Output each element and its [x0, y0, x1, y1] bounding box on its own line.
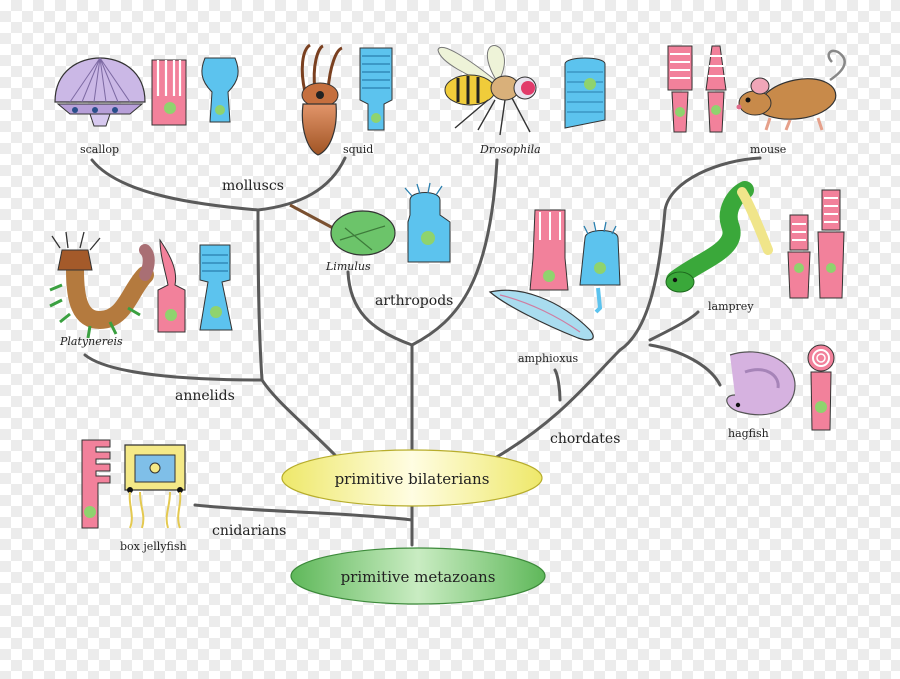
amphioxus-ciliary-cell	[529, 209, 569, 291]
branch-cnidarians	[193, 503, 414, 522]
branch-lamprey	[648, 310, 700, 342]
horseshoe-crab-icon	[289, 203, 396, 256]
amphioxus-icon	[488, 289, 594, 341]
species-label-scallop: scallop	[80, 143, 119, 156]
species-label-amphioxus: amphioxus	[518, 352, 579, 365]
species-label-hagfish: hagfish	[728, 427, 769, 440]
hagfish-icon	[726, 351, 796, 416]
bilaterian-node	[281, 449, 543, 507]
squid-icon	[300, 43, 343, 156]
species-label-platynereis: Platynereis	[59, 335, 123, 348]
photoreceptor-cell-icon	[81, 45, 845, 529]
platynereis-ciliary-cell	[157, 238, 186, 333]
branch-squid	[256, 156, 347, 212]
branch-limulus	[346, 270, 414, 347]
clade-label-molluscs: molluscs	[222, 178, 284, 194]
branch-annelids-base	[260, 378, 337, 457]
clade-label-chordates: chordates	[550, 431, 620, 447]
tree-branches	[83, 156, 762, 547]
jellyfish-icon	[124, 444, 186, 529]
species-label-lamprey: lamprey	[708, 300, 754, 313]
species-label-limulus: Limulus	[325, 260, 371, 273]
hagfish-ciliary-cell	[807, 344, 835, 431]
scallop-icon	[54, 57, 146, 127]
branch-amphioxus	[553, 368, 562, 402]
amphioxus-rhabdomeric-cell	[579, 221, 621, 314]
root-node	[290, 547, 546, 605]
species-label-box-jellyfish: box jellyfish	[120, 540, 187, 553]
branch-drosophila	[410, 158, 499, 347]
branch-vertebrates	[618, 156, 762, 352]
branch-molluscs	[256, 208, 264, 382]
bilaterian-node-label: primitive bilaterians	[335, 470, 490, 488]
mouse-ciliary-cell-cone	[705, 45, 727, 133]
branch-chordates	[493, 348, 622, 460]
squid-rhabdomeric-cell	[359, 47, 393, 131]
clade-label-arthropods: arthropods	[375, 293, 453, 309]
lamprey-icon	[665, 181, 773, 293]
branch-hagfish	[648, 343, 722, 387]
mouse-icon	[736, 49, 846, 131]
lamprey-ciliary-cell-rod	[787, 214, 811, 299]
jellyfish-ciliary-cell	[81, 439, 111, 529]
worm-icon	[49, 231, 155, 339]
species-label-mouse: mouse	[750, 143, 786, 156]
branch-scallop	[90, 158, 260, 212]
scallop-ciliary-cell	[151, 59, 187, 126]
clade-label-cnidarians: cnidarians	[212, 523, 286, 539]
fly-icon	[437, 45, 537, 136]
limulus-rhabdomeric-cell	[404, 182, 451, 263]
mouse-ciliary-cell-rod	[667, 45, 693, 133]
root-node-label: primitive metazoans	[341, 568, 496, 586]
platynereis-rhabdomeric-cell	[199, 244, 233, 331]
species-label-squid: squid	[343, 143, 373, 156]
clade-label-annelids: annelids	[175, 388, 235, 404]
lamprey-ciliary-cell-cone	[817, 189, 845, 299]
species-label-drosophila: Drosophila	[479, 143, 541, 156]
branch-platynereis	[83, 353, 264, 382]
drosophila-rhabdomeric-cell	[564, 57, 606, 129]
scallop-rhabdomeric-cell	[201, 57, 239, 123]
